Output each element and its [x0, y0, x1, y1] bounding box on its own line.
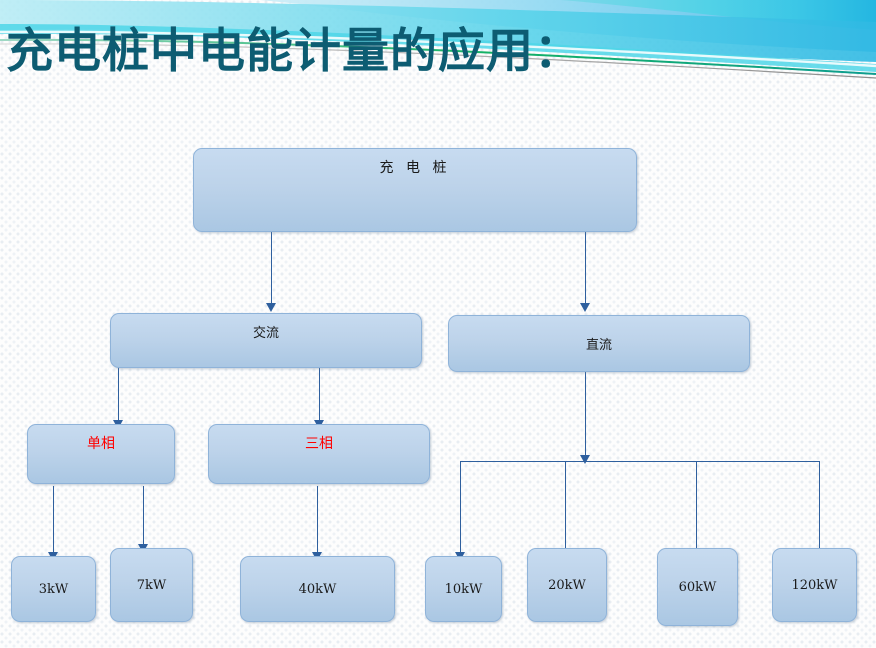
node-rating-120kw-label: 120kW [791, 577, 838, 593]
connector-single-phase-to-3kw [53, 486, 54, 556]
node-rating-60kw[interactable]: 60kW [657, 548, 738, 626]
node-dc-label: 直流 [585, 338, 612, 353]
node-rating-3kw[interactable]: 3kW [11, 556, 96, 622]
node-single-phase-label: 单相 [87, 436, 115, 452]
node-rating-40kw-label: 40kW [298, 581, 337, 597]
node-rating-7kw-label: 7kW [136, 577, 167, 593]
node-rating-40kw[interactable]: 40kW [240, 556, 395, 622]
connector-three-phase-to-40kw [317, 486, 318, 556]
connector-dc-to-120kw [819, 461, 820, 556]
connector-ac-to-three-phase [319, 367, 320, 423]
connector-dc-to-20kw [565, 461, 566, 556]
node-rating-3kw-label: 3kW [38, 581, 69, 597]
node-three-phase[interactable]: 三相 [208, 424, 430, 484]
node-rating-20kw[interactable]: 20kW [527, 548, 607, 622]
node-single-phase[interactable]: 单相 [27, 424, 175, 484]
node-charging-pile-label: 充 电 桩 [379, 160, 451, 176]
node-rating-7kw[interactable]: 7kW [110, 548, 193, 622]
node-charging-pile[interactable]: 充 电 桩 [193, 148, 637, 232]
connector-dc-trunk [585, 371, 586, 461]
connector-root-to-ac [271, 231, 272, 305]
connector-single-phase-to-7kw [143, 486, 144, 548]
connector-dc-bus [460, 461, 820, 462]
node-rating-10kw[interactable]: 10kW [425, 556, 502, 622]
node-rating-120kw[interactable]: 120kW [772, 548, 857, 622]
page-title: 充电桩中电能计量的应用： [6, 24, 582, 79]
connector-dc-to-10kw [460, 461, 461, 556]
arrowhead-dc-trunk [580, 455, 590, 464]
connector-dc-to-60kw [696, 461, 697, 556]
arrowhead-root-to-dc [580, 303, 590, 312]
node-three-phase-label: 三相 [305, 436, 333, 452]
node-ac-label: 交流 [252, 326, 279, 341]
decorative-banner [0, 0, 876, 79]
connector-root-to-dc [585, 231, 586, 305]
node-rating-10kw-label: 10kW [444, 581, 483, 597]
node-ac[interactable]: 交流 [110, 313, 422, 368]
node-rating-20kw-label: 20kW [548, 577, 586, 593]
arrowhead-root-to-ac [266, 303, 276, 312]
node-rating-60kw-label: 60kW [678, 579, 717, 595]
node-dc[interactable]: 直流 [448, 315, 750, 372]
connector-ac-to-single-phase [118, 367, 119, 423]
